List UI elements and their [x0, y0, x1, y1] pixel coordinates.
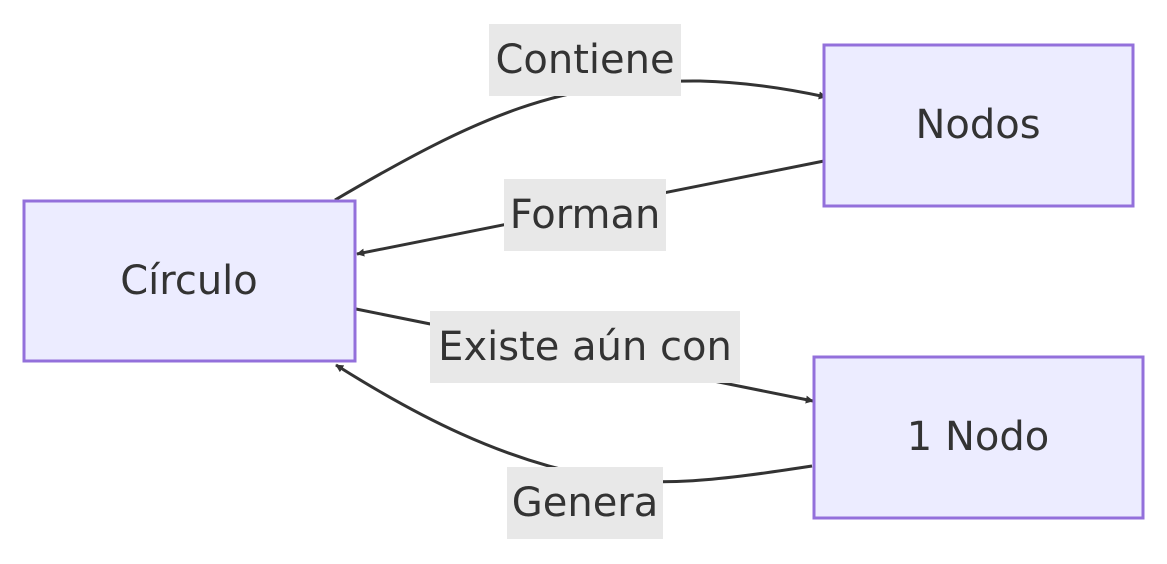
edge-label-genera-text: Genera	[512, 480, 659, 526]
edge-label-existe: Existe aún con	[430, 311, 740, 383]
edge-label-contiene-bg	[489, 24, 681, 96]
edge-label-forman: Forman	[504, 179, 666, 251]
edge-label-contiene-text: Contiene	[495, 37, 674, 83]
edge-label-contiene: Contiene	[489, 24, 681, 96]
edge-label-genera: Genera	[507, 467, 663, 539]
edge-label-forman-text: Forman	[510, 192, 661, 238]
node-uno-nodo: 1 Nodo	[812, 355, 1145, 520]
node-circulo: Círculo	[22, 199, 357, 363]
edge-label-forman-bg	[504, 179, 666, 251]
node-circulo-box	[22, 199, 357, 363]
node-uno-nodo-label: 1 Nodo	[907, 414, 1049, 460]
edge-label-genera-bg	[507, 467, 663, 539]
node-circulo-label: Círculo	[120, 258, 258, 304]
edge-label-existe-text: Existe aún con	[438, 324, 732, 370]
node-nodos: Nodos	[822, 43, 1135, 208]
edge-label-existe-bg	[430, 311, 740, 383]
node-nodos-box	[822, 43, 1135, 208]
node-nodos-label: Nodos	[915, 102, 1040, 148]
node-uno-nodo-box	[812, 355, 1145, 520]
